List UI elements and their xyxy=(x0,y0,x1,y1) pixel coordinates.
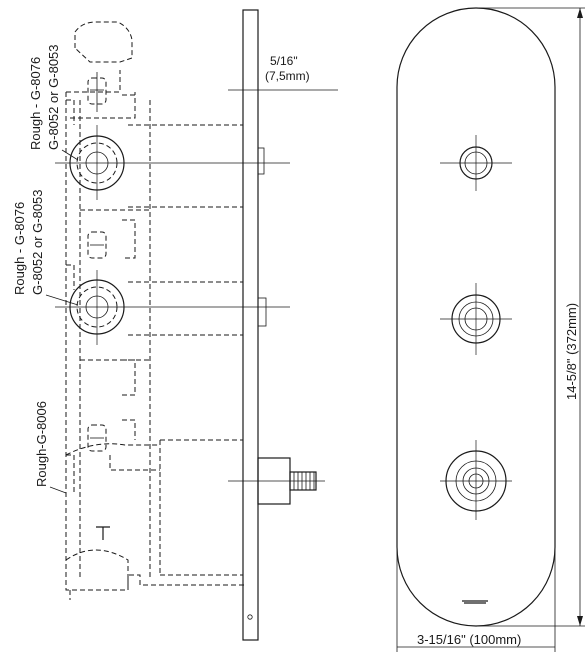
left-bumps xyxy=(66,99,75,495)
rough-label-2-line2: G-8052 or G-8053 xyxy=(30,189,45,295)
offset-dim-line1: 5/16" xyxy=(270,54,298,68)
rough-label-3: Rough-G-8006 xyxy=(34,401,49,487)
offset-dim-line2: (7,5mm) xyxy=(265,69,310,83)
rough-label-1-line1: Rough - G-8076 xyxy=(28,57,43,150)
plate-hole xyxy=(247,614,253,620)
top-cap xyxy=(74,21,133,63)
height-arrow-bottom xyxy=(577,616,583,626)
width-dim-text: 3-15/16" (100mm) xyxy=(417,632,521,647)
bottom-cap xyxy=(65,549,129,600)
front-view xyxy=(396,7,585,652)
connector-2 xyxy=(87,231,107,259)
engraved-mark xyxy=(462,600,488,604)
right-bosses xyxy=(122,94,136,440)
rough-leader-2 xyxy=(45,294,79,306)
diverter-body xyxy=(65,443,160,471)
upper-cartridge-stub xyxy=(257,147,265,175)
upper-shaft xyxy=(128,124,243,208)
mounting-plate xyxy=(242,9,259,641)
rough-leader-1 xyxy=(61,149,79,161)
height-arrow-top xyxy=(577,8,583,18)
side-view xyxy=(55,9,338,641)
valve-body-outline xyxy=(65,70,245,591)
lower-shaft xyxy=(159,439,243,576)
rough-leader-3 xyxy=(49,486,67,494)
bottom-t-mark xyxy=(96,526,110,540)
valve-body-inner xyxy=(79,100,151,580)
rough-label-1-line2: G-8052 or G-8053 xyxy=(46,44,61,150)
connector-3 xyxy=(87,424,107,452)
height-dim-text: 14-5/8" (372mm) xyxy=(564,303,579,400)
middle-cartridge-stub xyxy=(257,297,267,327)
middle-shaft xyxy=(128,281,243,336)
rough-label-2-line1: Rough - G-8076 xyxy=(12,202,27,295)
callout-labels: Rough - G-8076 G-8052 or G-8053 Rough - … xyxy=(12,44,579,647)
